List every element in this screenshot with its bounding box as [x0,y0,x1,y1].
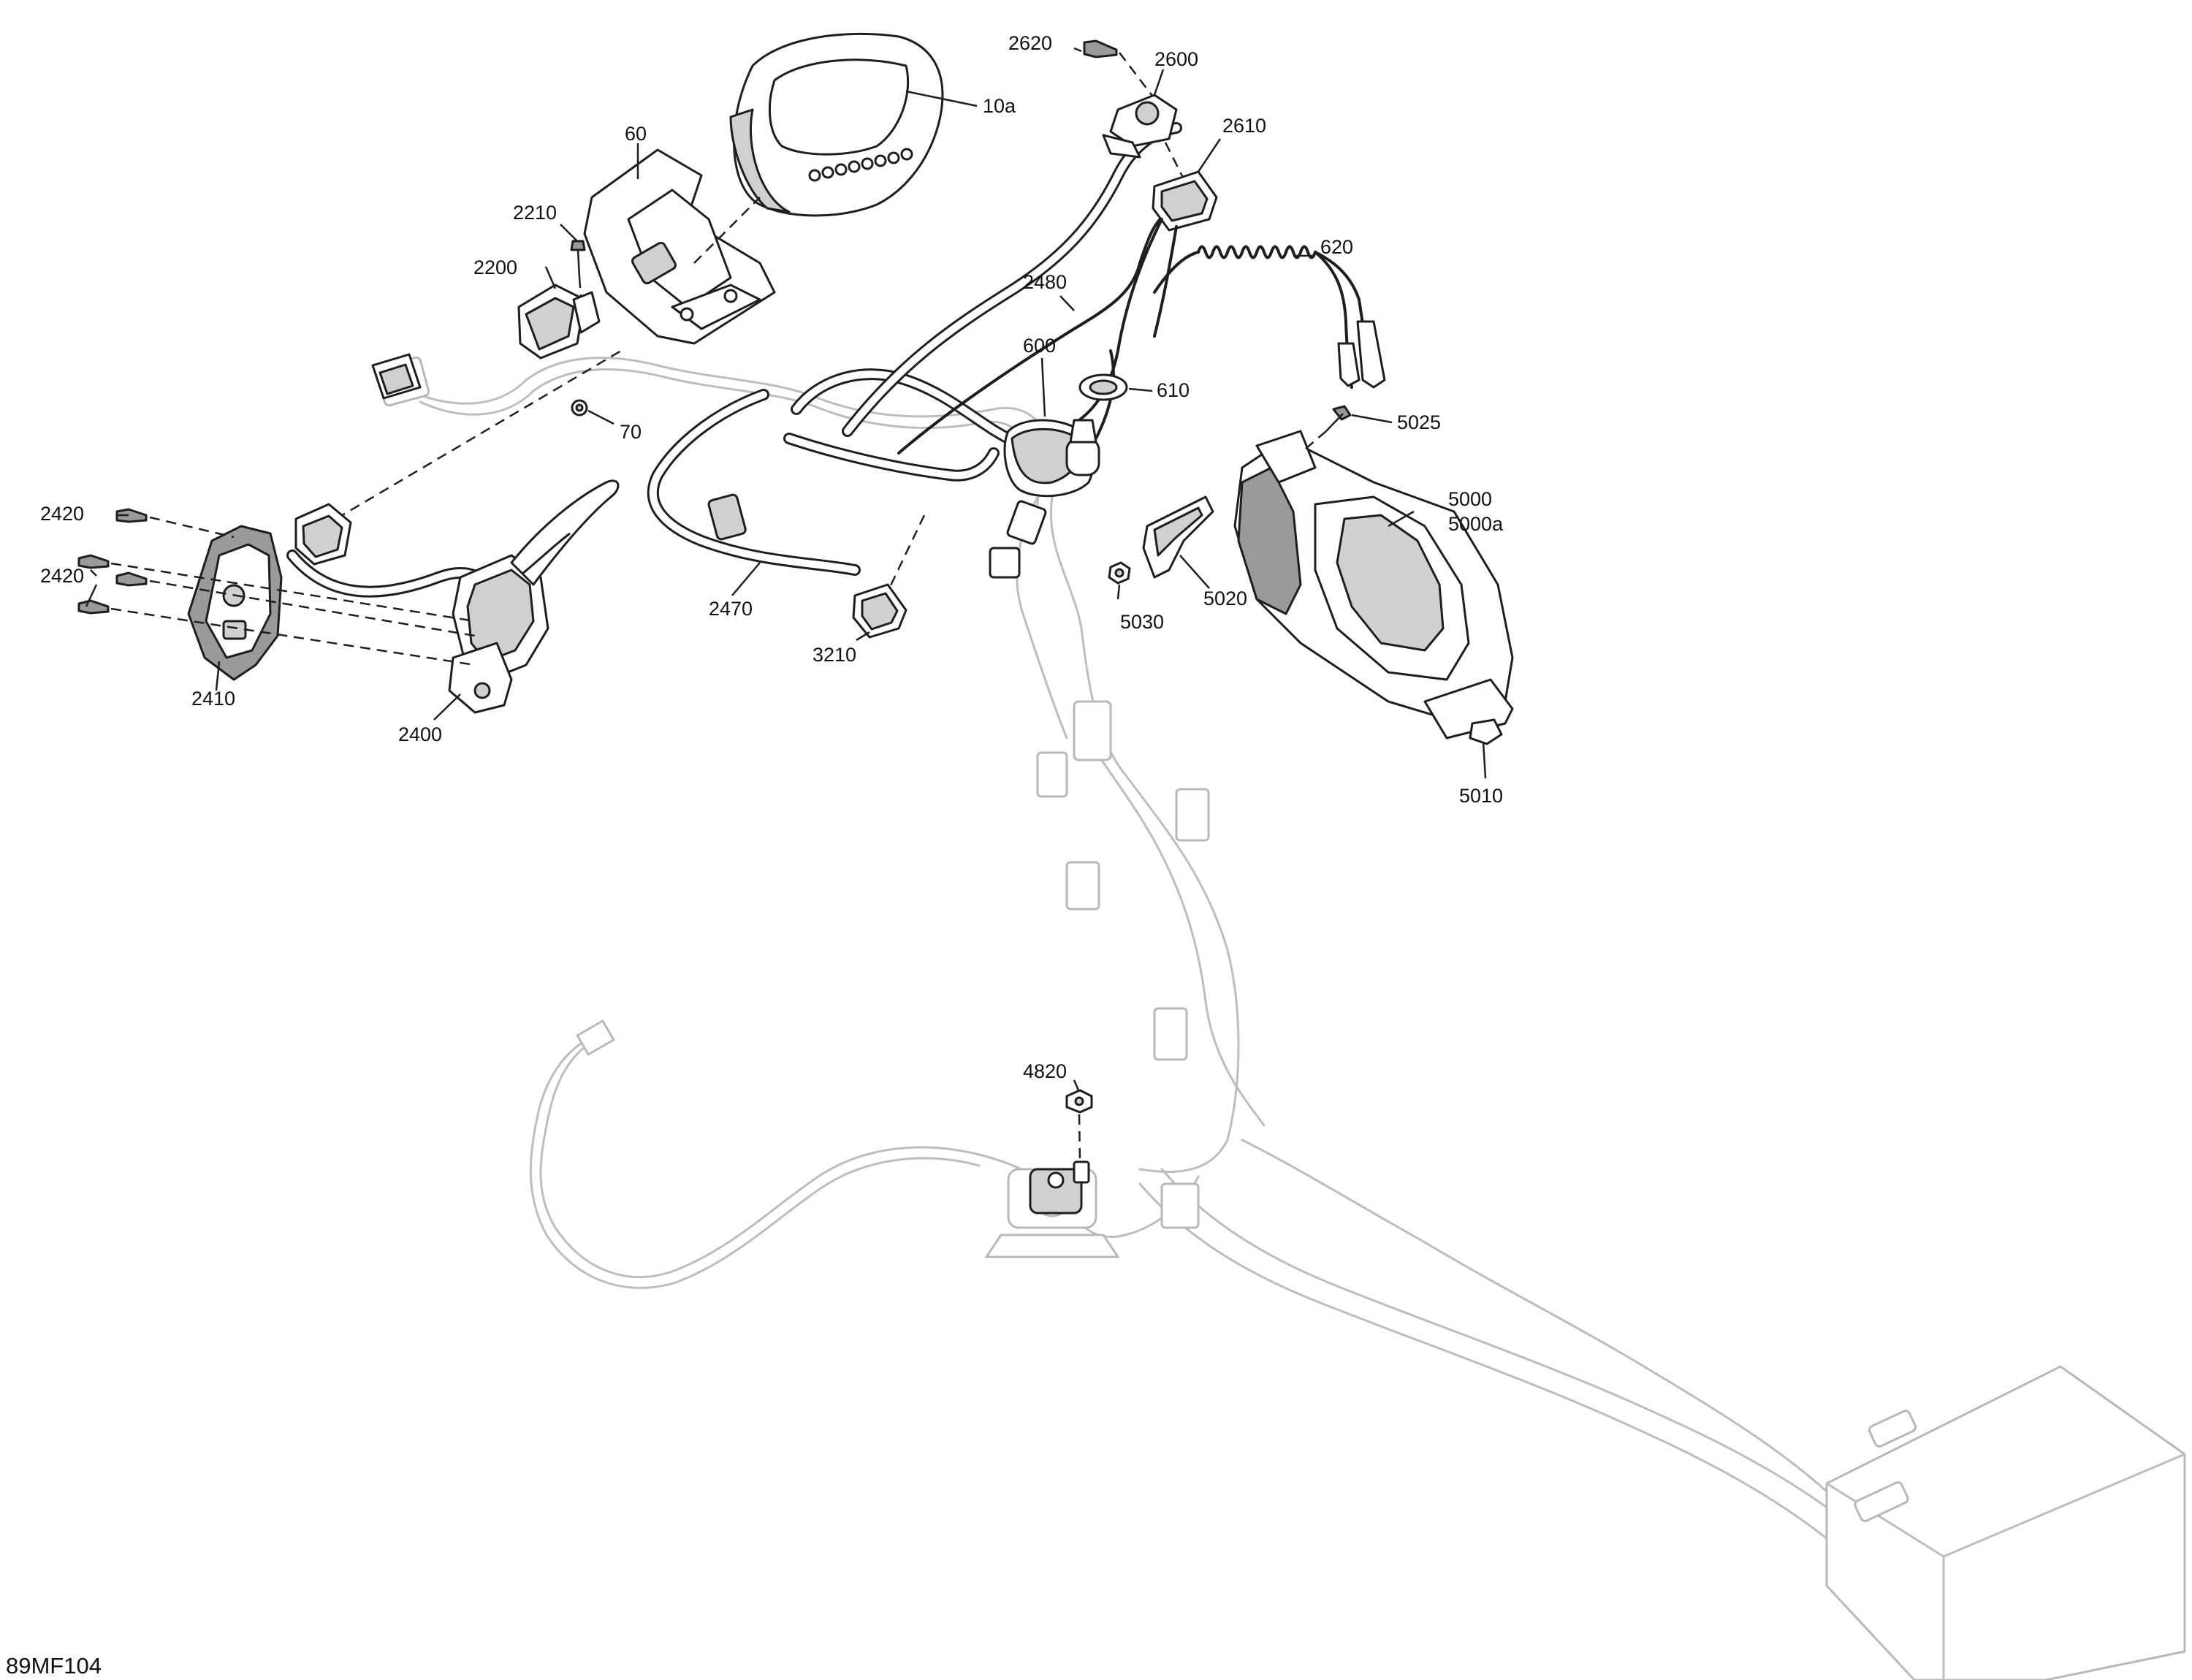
callout-3210: 3210 [813,644,856,666]
ecm-bracket-5020 [1142,495,1214,579]
handlebar-switch [286,479,620,714]
leader-lines [85,47,1487,1091]
clip-5010 [1469,718,1503,745]
screw-2620-axis [1119,52,1155,99]
connector-2200 [517,284,601,360]
nut-4820 [1065,1089,1093,1114]
main-wiring-harness [375,356,2033,1668]
nut-5030 [1108,561,1131,585]
hose-2470 [647,368,1047,579]
callout-10a: 10a [983,95,1016,117]
figure-reference-code: 89MF104 [6,1653,102,1679]
gauge-support-bracket [583,148,776,345]
callout-2210: 2210 [513,202,557,224]
multifunction-gauge [729,32,944,217]
starter-solenoid [1029,1160,1090,1215]
screw-alignment-lines [110,516,476,666]
ecm-module [1233,430,1514,740]
screw-2210 [570,240,586,278]
callout-5000: 5000 [1448,488,1492,510]
callout-2620: 2620 [1008,32,1052,54]
callout-2610: 2610 [1222,115,1266,137]
callout-60: 60 [625,123,647,145]
nut-4820-axis [1078,1114,1081,1163]
harness-connector-left [371,353,422,400]
callout-4820: 4820 [1023,1060,1067,1082]
callout-2200: 2200 [473,256,517,278]
callout-5010: 5010 [1459,785,1503,807]
screw-2620 [1083,39,1118,58]
battery [1825,1365,2186,1680]
connector-2610 [1073,170,1218,425]
plug-70 [571,399,588,417]
callout-2420-lower: 2420 [40,565,84,587]
callout-2410: 2410 [191,688,235,710]
callout-610: 610 [1157,379,1190,401]
switch-to-bracket-line [335,349,622,520]
connector-3210 [852,583,907,639]
nut-610 [1078,373,1128,401]
callout-620: 620 [1320,236,1353,258]
callout-2600: 2600 [1154,48,1198,70]
dess-post-600 [1003,349,1115,498]
switch-housing-cover [187,525,283,681]
callout-2470: 2470 [709,598,753,620]
coiled-lanyard [1153,245,1386,389]
screws-2420 [77,508,148,615]
callout-labels: 10a 60 2210 2200 70 2420 2420 2410 2400 … [40,32,1504,1082]
callout-600: 600 [1023,335,1056,357]
callout-5020: 5020 [1203,588,1247,609]
callout-2400: 2400 [398,723,442,745]
gauge-indicator-lights [808,148,913,182]
callout-5025: 5025 [1397,411,1441,433]
callout-70: 70 [620,421,642,443]
callout-5030: 5030 [1120,611,1164,633]
callout-2420-upper: 2420 [40,503,84,525]
switch-2600-axis [1164,142,1185,180]
callout-5000a: 5000a [1448,513,1504,535]
screw-5025 [1325,405,1352,432]
screw-5025-axis [1300,430,1327,454]
callout-2480: 2480 [1023,271,1067,293]
